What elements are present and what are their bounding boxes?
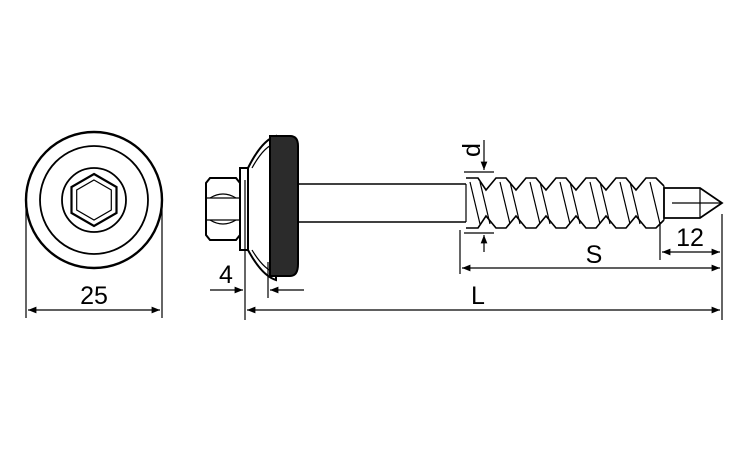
hex-head [205, 177, 241, 241]
head-offset-dimension: 4 [210, 180, 304, 320]
washer-diameter-label: 25 [80, 282, 108, 310]
head-offset-label: 4 [219, 261, 233, 289]
thread-length-label: S [586, 241, 603, 269]
total-length-label: L [471, 282, 485, 310]
thread-diameter-dimension: d [458, 140, 494, 252]
thread-diameter-label: d [458, 143, 486, 157]
total-length-dimension: L [247, 282, 720, 314]
drill-point-label: 12 [676, 224, 704, 252]
drill-point-dimension: 12 [659, 222, 720, 260]
hex-head-inner [76, 179, 112, 221]
end-view [24, 130, 164, 270]
thread-section [465, 177, 665, 229]
rubber-washer [269, 135, 299, 277]
side-view [205, 134, 724, 282]
thread-length-dimension: S [459, 214, 723, 320]
flange [239, 167, 249, 251]
washer-diameter-dimension: 25 [25, 205, 163, 318]
